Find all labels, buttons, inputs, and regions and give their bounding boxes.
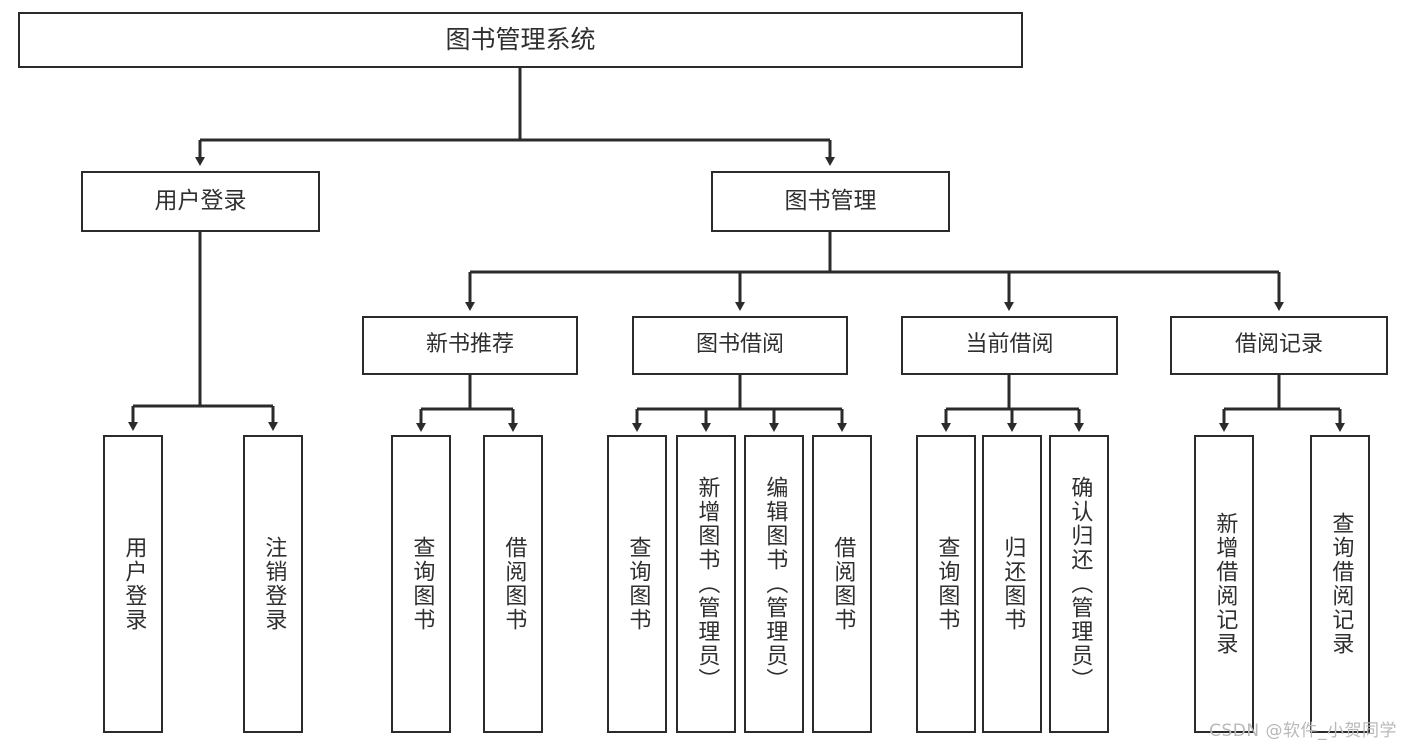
node-leaf-edit-book-label: 编辑图书（管理员） — [762, 476, 788, 692]
node-user-login[interactable]: 用户登录 — [81, 171, 320, 232]
node-leaf-query-book-3-label: 查询图书 — [934, 536, 960, 632]
node-leaf-user-login[interactable]: 用户登录 — [103, 435, 163, 733]
node-leaf-add-record-label: 新增借阅记录 — [1212, 512, 1238, 656]
node-leaf-user-logout[interactable]: 注销登录 — [243, 435, 303, 733]
node-user-login-label: 用户登录 — [154, 187, 247, 214]
node-leaf-return-book-label: 归还图书 — [1000, 536, 1026, 632]
node-borrow-record[interactable]: 借阅记录 — [1170, 316, 1388, 375]
node-new-book-rec-label: 新书推荐 — [425, 332, 514, 358]
node-book-mgmt-label: 图书管理 — [784, 187, 877, 214]
node-new-book-rec[interactable]: 新书推荐 — [362, 316, 578, 375]
node-book-mgmt[interactable]: 图书管理 — [711, 171, 950, 232]
node-leaf-add-book[interactable]: 新增图书（管理员） — [676, 435, 736, 733]
node-leaf-user-login-label: 用户登录 — [121, 536, 147, 632]
node-leaf-query-record-label: 查询借阅记录 — [1328, 512, 1354, 656]
node-current-borrow[interactable]: 当前借阅 — [901, 316, 1118, 375]
node-leaf-edit-book[interactable]: 编辑图书（管理员） — [744, 435, 804, 733]
node-root[interactable]: 图书管理系统 — [18, 12, 1023, 68]
node-leaf-borrow-book-2-label: 借阅图书 — [830, 536, 856, 632]
node-current-borrow-label: 当前借阅 — [965, 332, 1054, 358]
node-leaf-query-book-2[interactable]: 查询图书 — [607, 435, 667, 733]
node-leaf-borrow-book-1[interactable]: 借阅图书 — [483, 435, 543, 733]
node-borrow-record-label: 借阅记录 — [1234, 332, 1323, 358]
node-leaf-return-book[interactable]: 归还图书 — [982, 435, 1042, 733]
node-leaf-borrow-book-1-label: 借阅图书 — [501, 536, 527, 632]
node-leaf-add-record[interactable]: 新增借阅记录 — [1194, 435, 1254, 733]
node-leaf-query-book-2-label: 查询图书 — [625, 536, 651, 632]
node-root-label: 图书管理系统 — [445, 25, 596, 54]
node-leaf-confirm-return-label: 确认归还（管理员） — [1067, 476, 1093, 692]
node-leaf-query-book-1[interactable]: 查询图书 — [391, 435, 451, 733]
node-leaf-user-logout-label: 注销登录 — [261, 536, 287, 632]
node-leaf-add-book-label: 新增图书（管理员） — [694, 476, 720, 692]
node-book-borrow[interactable]: 图书借阅 — [632, 316, 848, 375]
node-leaf-query-book-1-label: 查询图书 — [409, 536, 435, 632]
node-leaf-borrow-book-2[interactable]: 借阅图书 — [812, 435, 872, 733]
node-leaf-query-record[interactable]: 查询借阅记录 — [1310, 435, 1370, 733]
watermark-text: CSDN @软件_小贺同学 — [1209, 721, 1397, 741]
node-leaf-query-book-3[interactable]: 查询图书 — [916, 435, 976, 733]
node-book-borrow-label: 图书借阅 — [695, 332, 784, 358]
node-leaf-confirm-return[interactable]: 确认归还（管理员） — [1049, 435, 1109, 733]
